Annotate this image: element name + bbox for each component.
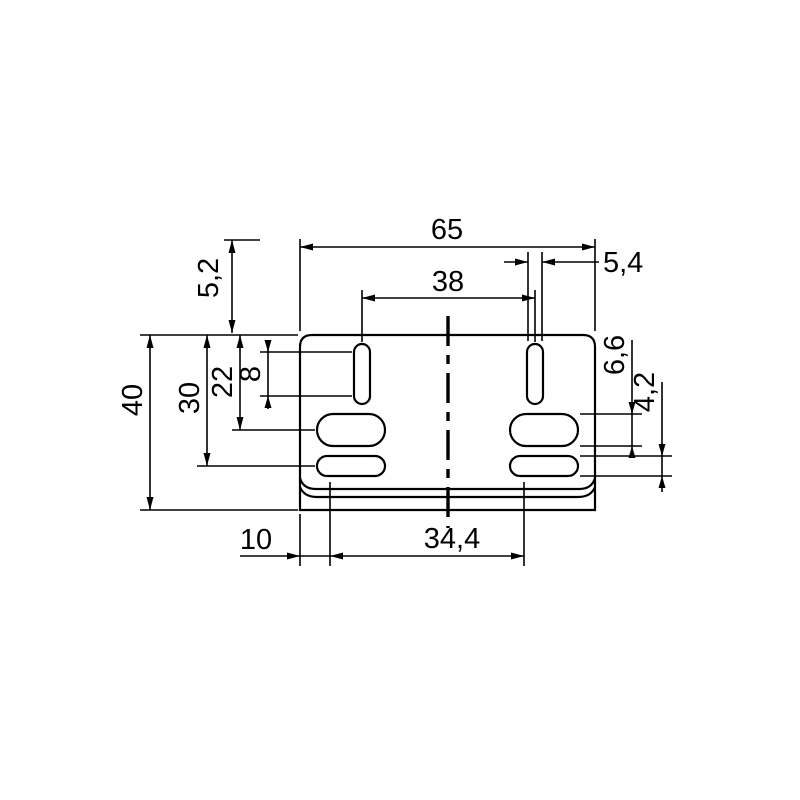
dim-height-8: 8 [235,340,272,409]
dim-overall-width-65: 65 [299,214,596,331]
dim-34-4-label: 34,4 [424,523,480,555]
left-extension-lines [140,334,352,511]
dim-height-30: 30 [174,335,211,466]
dim-5-2-label: 5,2 [193,258,225,298]
horizontal-slot-left-lower [315,454,387,478]
vertical-slot-left [352,342,372,406]
dim-6-6-label: 6,6 [599,335,631,375]
dim-slot-width-5-2: 5,2 [193,239,260,333]
dim-65-label: 65 [431,214,463,246]
dim-height-22: 22 [207,335,244,430]
horizontal-slot-right-lower [508,454,580,478]
bottom-dimensions: 10 34,4 [240,482,525,566]
horizontal-slot-right-upper [508,412,580,448]
dim-4-2-label: 4,2 [629,372,661,412]
dim-38-label: 38 [432,266,464,298]
dim-8-label: 8 [235,366,267,382]
dim-22-label: 22 [207,366,239,398]
dim-slot-height-6-6: 6,6 [599,335,636,458]
dim-slot-spacing-38: 38 [361,266,536,342]
right-extension-lines [580,413,672,477]
dim-5-4-label: 5,4 [603,247,643,279]
dim-slot-height-4-2: 4,2 [629,372,666,492]
dim-slot-width-5-4: 5,4 [504,247,643,341]
vertical-slot-right [525,342,545,406]
dim-10-label: 10 [240,524,272,556]
part-outline [298,333,597,512]
dim-40-label: 40 [117,384,149,416]
dim-overall-height-40: 40 [117,335,154,510]
horizontal-slot-left-upper [315,412,387,448]
dim-30-label: 30 [174,382,206,414]
